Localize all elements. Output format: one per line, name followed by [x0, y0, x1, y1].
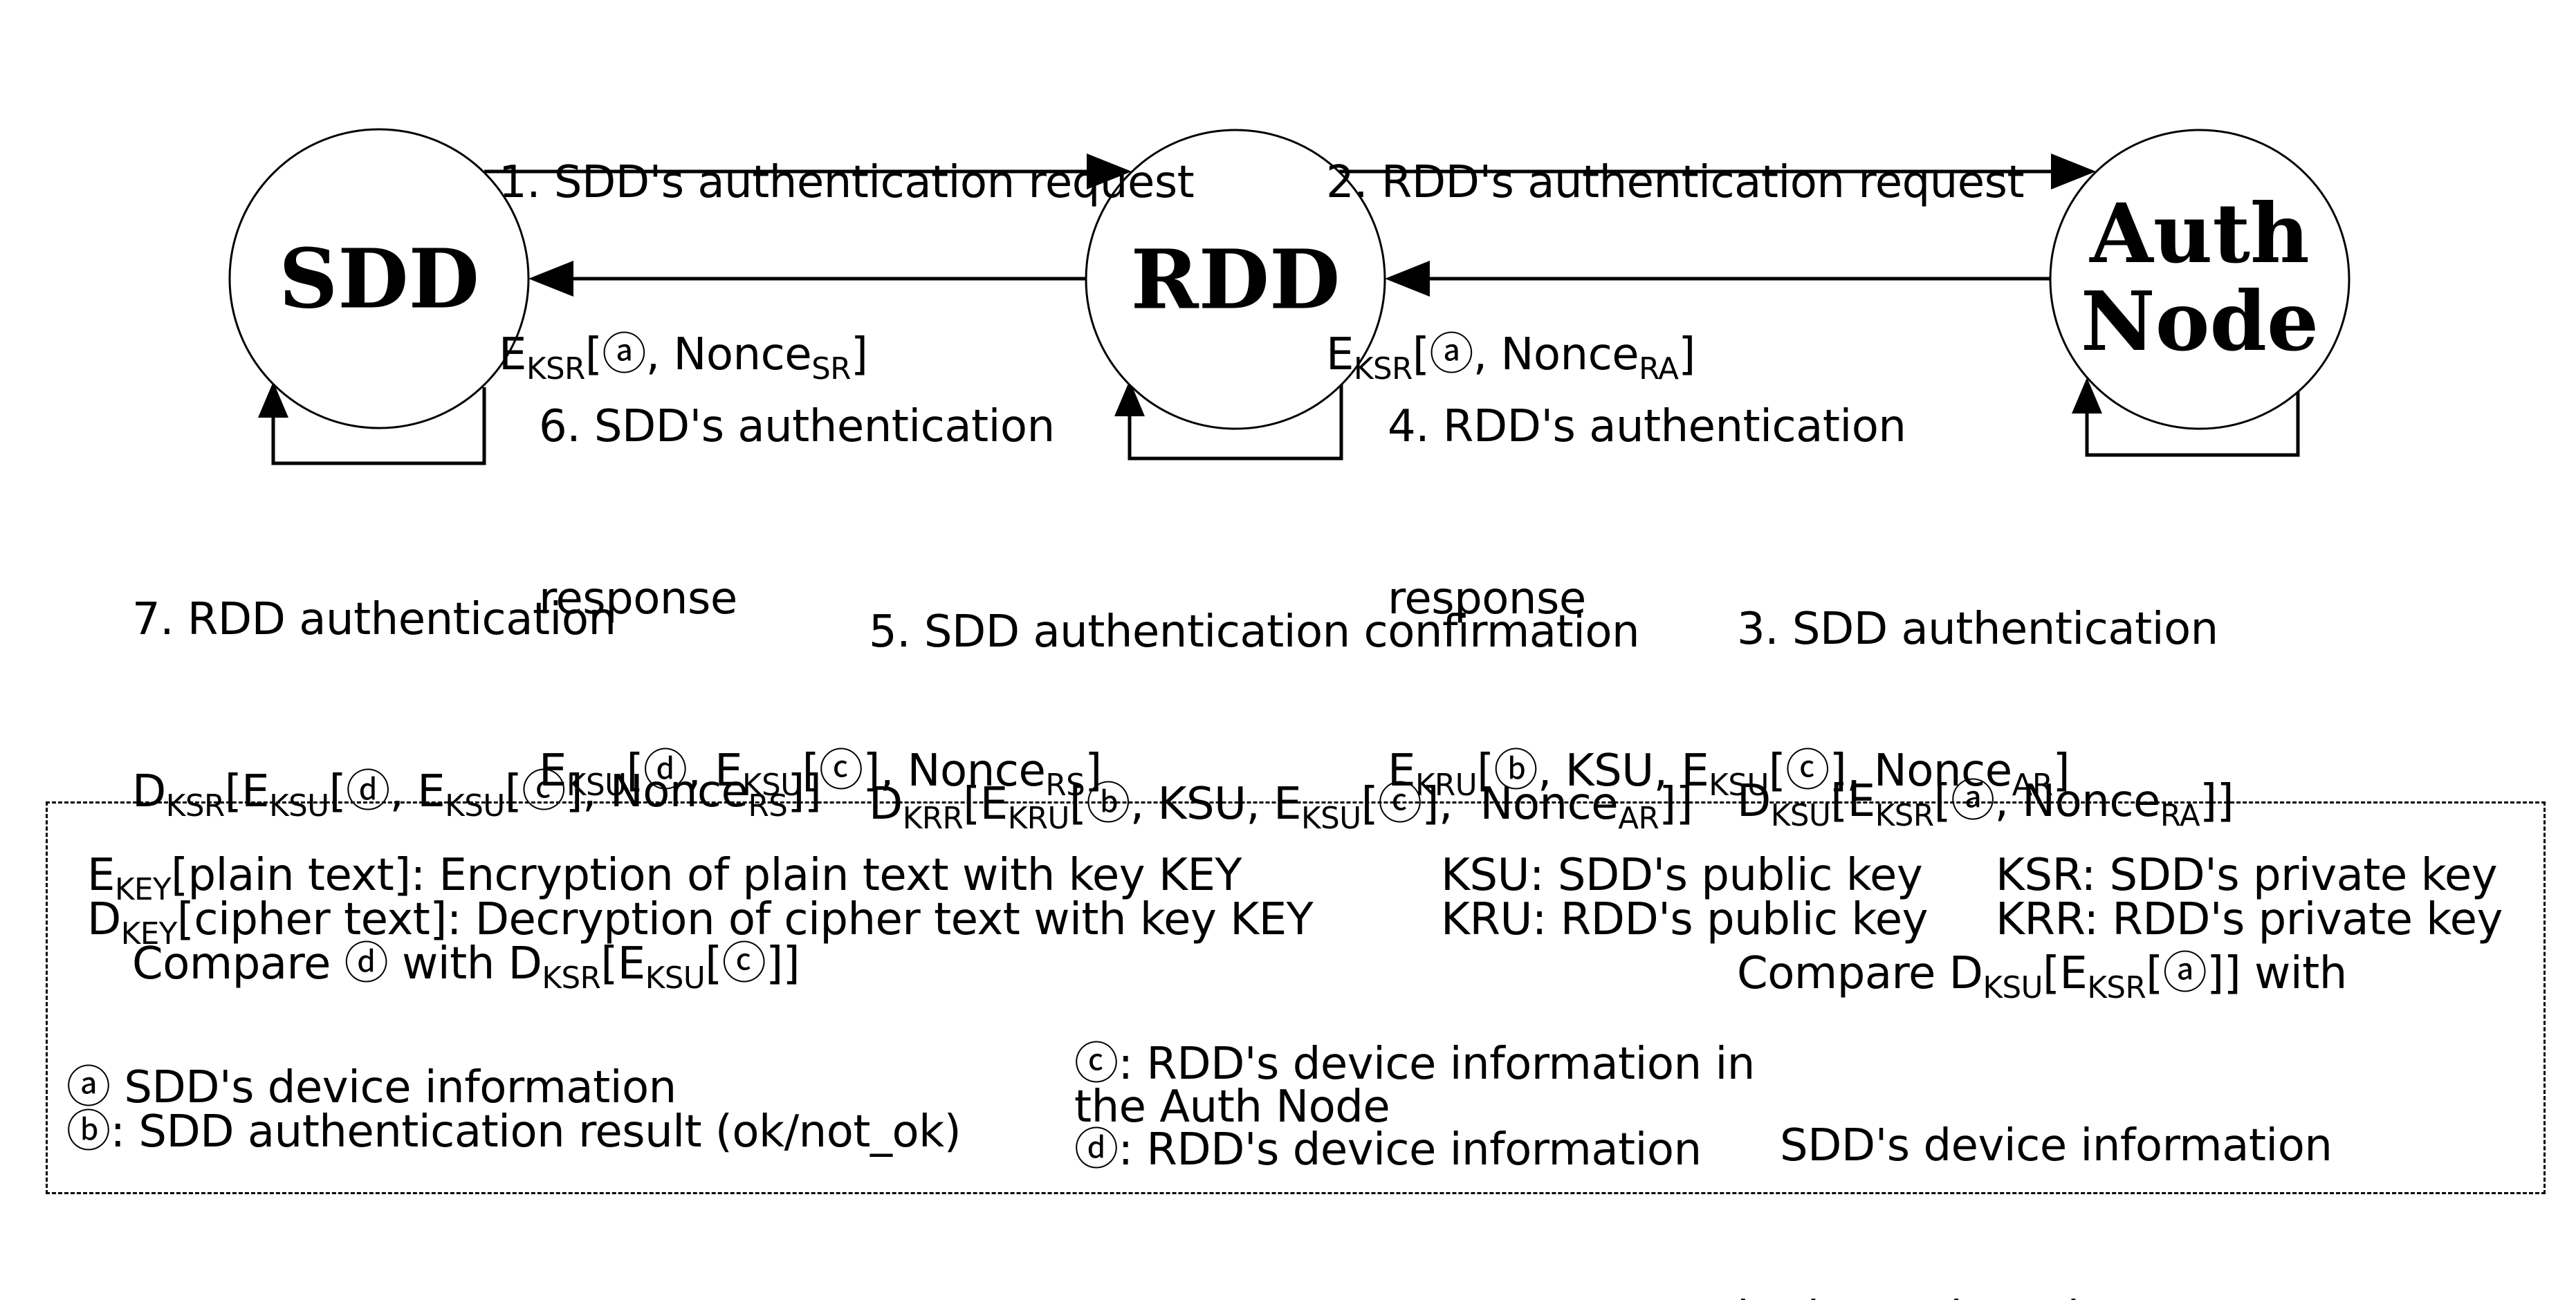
legend-ksu-definition: KSU: SDD's public key [1441, 850, 1923, 901]
message-6-line1: 6. SDD's authentication [539, 401, 1055, 452]
legend-item-c-line1: ⓒ: RDD's device information in [1074, 1039, 1755, 1090]
legend-item-a: ⓐ SDD's device information [66, 1062, 677, 1113]
message-6-line3: EKSU[ⓓ, EKSU[ⓒ], NonceRS] [539, 745, 1102, 803]
message-2-line1: 2. RDD's authentication request [1326, 157, 2025, 208]
arrow-4-head [1385, 261, 1430, 297]
message-3-line5: in the Auth Node [1737, 1290, 2347, 1300]
node-label-sdd: SDD [279, 230, 479, 327]
message-4-line1: 4. RDD's authentication [1388, 401, 1906, 452]
message-3-line4: SDD's device information [1780, 1120, 2333, 1171]
message-4-line3: EKRU[ⓑ, KSU, EKSU[ⓒ], NonceAR] [1388, 745, 2070, 803]
sdd-node-circle [228, 128, 530, 429]
rdd-node-circle [1085, 129, 1386, 430]
sdd-self-loop-arrowhead [258, 382, 288, 418]
message-1-line1: 1. SDD's authentication request [499, 157, 1195, 208]
auth-self-loop [2085, 389, 2300, 457]
auth-self-loop-arrowhead [2072, 378, 2102, 414]
message-6-line2: response [539, 573, 737, 624]
message-7-line2: DKSR[EKSU[ⓓ, EKSU[ⓒ], NonceRS]] [132, 766, 822, 824]
arrow-2-head [2051, 154, 2096, 189]
legend-item-b: ⓑ: SDD authentication result (ok/not_ok) [66, 1106, 962, 1158]
message-2-line2: EKSR[ⓐ, NonceRA] [1326, 329, 1695, 387]
legend-kru-definition: KRU: RDD's public key [1441, 894, 1928, 945]
node-label-rdd: RDD [1130, 231, 1341, 328]
message-7-line3: Compare ⓓ with DKSR[EKSU[ⓒ]] [132, 938, 800, 996]
message-1-label: 1. SDD's authentication request EKSR[ⓐ, … [499, 39, 1195, 499]
legend-encryption-definition: EKEY[plain text]: Encryption of plain te… [87, 850, 1242, 907]
message-7-line1: 7. RDD authentication [132, 594, 616, 645]
legend-krr-definition: KRR: RDD's private key [1996, 894, 2503, 945]
arrow-1-head [1087, 154, 1132, 189]
sdd-self-loop [271, 387, 486, 465]
node-label-auth: Auth Node [2081, 189, 2319, 365]
rdd-self-loop-arrowhead [1114, 380, 1145, 416]
legend-item-c-line2: the Auth Node [1074, 1081, 1390, 1133]
node-label-auth-line1: Auth [2090, 185, 2310, 281]
rdd-self-loop [1128, 384, 1343, 461]
auth-node-circle [2049, 129, 2350, 430]
message-2-label: 2. RDD's authentication request EKSR[ⓐ, … [1326, 39, 2025, 499]
legend-ksr-definition: KSR: SDD's private key [1996, 850, 2498, 901]
message-7-label: 7. RDD authentication DKSR[EKSU[ⓓ, EKSU[… [132, 476, 822, 1108]
message-3-line1: 3. SDD authentication [1737, 604, 2218, 655]
message-3-line3: Compare DKSU[EKSR[ⓐ]] with [1737, 948, 2347, 1005]
message-6-label: 6. SDD's authentication response EKSU[ⓓ,… [539, 284, 1102, 915]
node-label-auth-line2: Node [2080, 273, 2319, 369]
message-4-line2: response [1388, 573, 1586, 624]
message-1-line2: EKSR[ⓐ, NonceSR] [499, 329, 868, 387]
message-4-label: 4. RDD's authentication response EKRU[ⓑ,… [1388, 284, 2070, 915]
message-5-label: 5. SDD authentication confirmation DKRR[… [869, 489, 1693, 948]
legend-item-d: ⓓ: RDD's device information [1074, 1124, 1702, 1176]
legend-decryption-definition: DKEY[cipher text]: Decryption of cipher … [87, 894, 1314, 951]
message-5-line2: DKRR[EKRU[ⓑ, KSU, EKSU[ⓒ], NonceAR]] [869, 779, 1693, 836]
legend-box [46, 801, 2546, 1194]
message-5-line1: 5. SDD authentication confirmation [869, 606, 1640, 658]
arrow-6-head [528, 261, 573, 297]
